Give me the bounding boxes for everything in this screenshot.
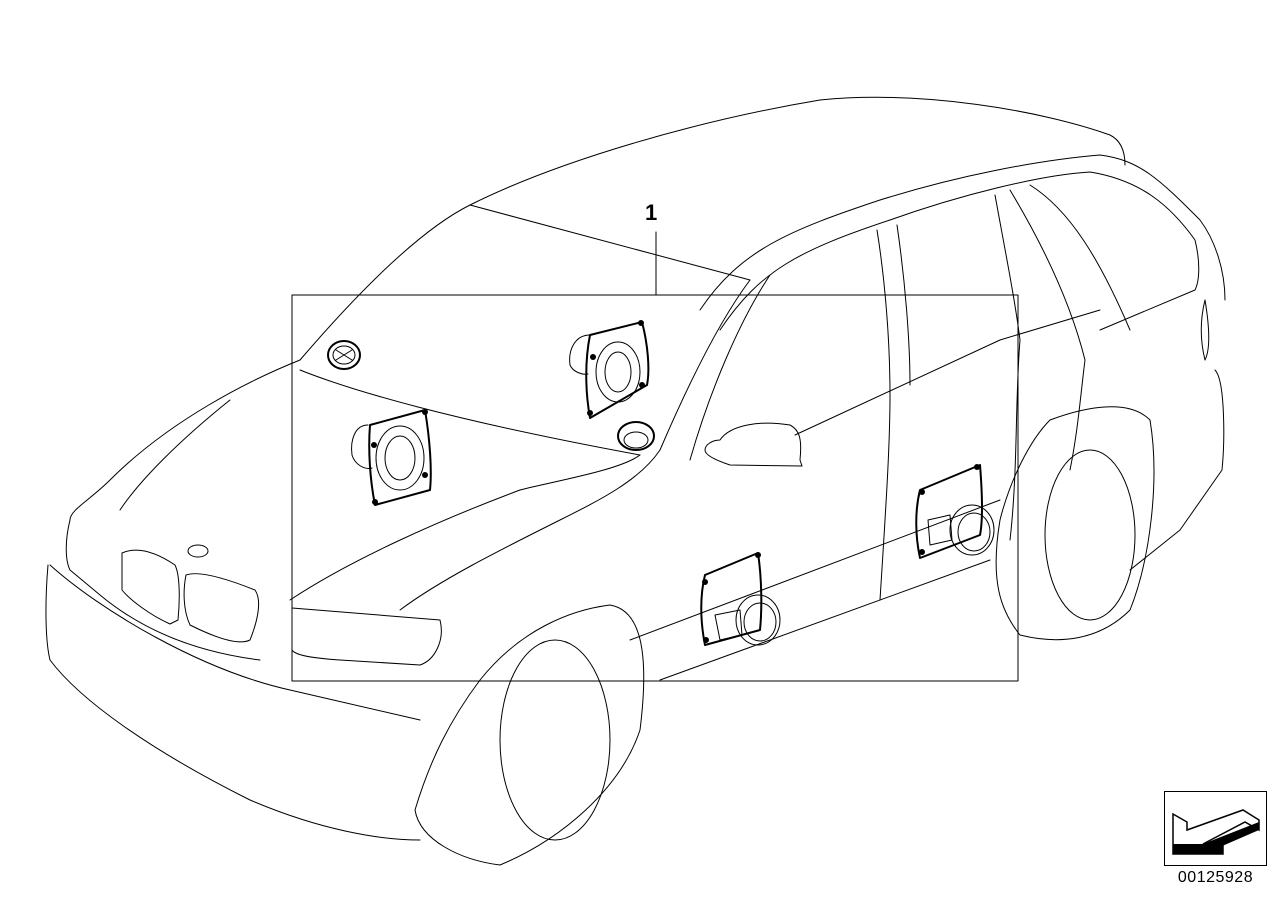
orientation-box — [1164, 791, 1267, 866]
rear-door-speaker-icon — [915, 464, 995, 559]
arrow-direction-icon — [1172, 809, 1260, 855]
dashboard-midrange-right-icon — [569, 320, 650, 419]
dashboard-midrange-left-icon — [351, 409, 432, 506]
dashboard-tweeter-left-icon — [327, 340, 361, 370]
speaker-kit-group-box — [291, 294, 1019, 682]
callout-number-1: 1 — [645, 200, 658, 225]
pillar-tweeter-icon — [617, 421, 655, 451]
document-id: 00125928 — [1177, 869, 1254, 886]
front-door-speaker-icon — [700, 552, 781, 646]
